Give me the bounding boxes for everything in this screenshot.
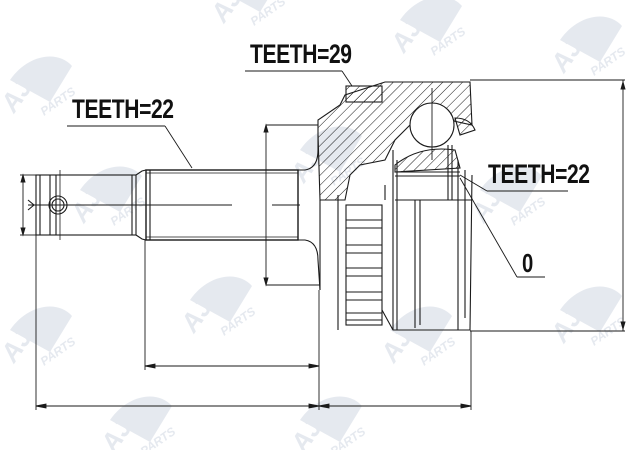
seal-marker-label: 0: [522, 248, 533, 278]
inner-spline-teeth-label: TEETH=22: [488, 159, 590, 189]
shaft-spline-teeth-label: TEETH=22: [72, 94, 174, 124]
dimension-lines: [20, 70, 626, 410]
abs-ring-teeth-label: TEETH=29: [250, 39, 352, 69]
part-outline: [27, 81, 476, 331]
